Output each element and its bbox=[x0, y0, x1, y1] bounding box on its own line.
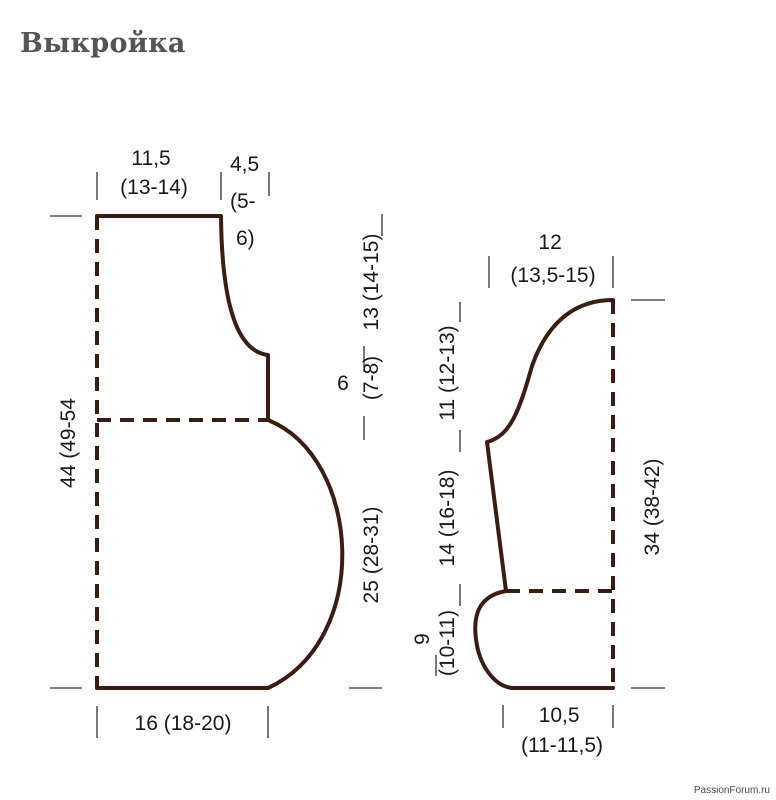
watermark: PassionForum.ru bbox=[693, 785, 770, 796]
body-dimension-ticks bbox=[50, 172, 383, 738]
sleeve-cuff-height-label: 9 bbox=[411, 633, 434, 645]
body-shoulder-label: 4,5 (5- 6) bbox=[230, 153, 265, 250]
body-side-height-label: 25 (28-31) bbox=[360, 507, 383, 604]
body-top-width-label: 11,5 (13-14) bbox=[120, 147, 188, 199]
sleeve-cuff-height-alt-label: (10-11) bbox=[436, 610, 459, 676]
sleeve-bottom-width-label: 10,5 (11-11,5) bbox=[521, 704, 603, 757]
sleeve-outline bbox=[473, 298, 615, 690]
body-outline bbox=[95, 214, 345, 690]
body-armhole-height-label: 13 (14-15) bbox=[360, 234, 383, 331]
body-neck-height-label: 6 bbox=[337, 372, 349, 395]
sleeve-piece bbox=[473, 298, 615, 690]
sleeve-total-height-label: 34 (38-42) bbox=[641, 459, 664, 556]
sleeve-top-width-label: 12 (13,5-15) bbox=[510, 231, 595, 287]
body-piece bbox=[95, 214, 345, 690]
body-bottom-width-label: 16 (18-20) bbox=[135, 712, 232, 735]
sleeve-dimension-ticks bbox=[435, 256, 665, 728]
body-total-height-label: 44 (49-54 bbox=[57, 398, 80, 488]
page-title: Выкройка bbox=[20, 28, 186, 59]
sleeve-cap-height-label: 11 (12-13) bbox=[436, 325, 459, 420]
sleeve-body-height-label: 14 (16-18) bbox=[436, 470, 459, 567]
body-neck-height-alt-label: (7-8) bbox=[360, 356, 383, 400]
